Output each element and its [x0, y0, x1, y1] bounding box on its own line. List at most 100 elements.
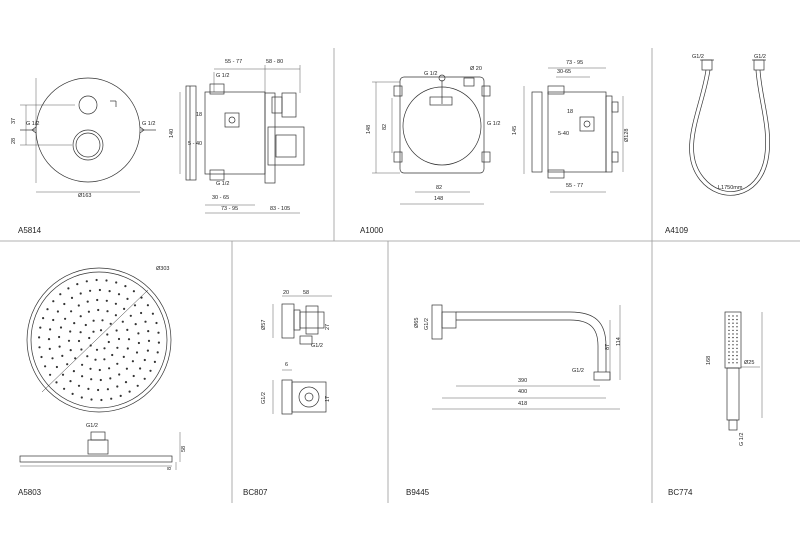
nozzle-dot — [99, 378, 102, 382]
nozzle-dot — [143, 377, 146, 380]
a5814-side-view — [179, 65, 305, 214]
nozzle-dot — [126, 297, 129, 300]
nozzle-dot — [86, 300, 89, 303]
dim-label: 58 — [181, 445, 187, 452]
nozzle-dot — [69, 380, 72, 383]
nozzle-dot — [114, 314, 117, 317]
nozzle-dot — [74, 357, 77, 360]
nozzle-dot — [71, 392, 74, 395]
nozzle-dot — [69, 349, 72, 352]
bc807-code: BC807 — [243, 488, 268, 497]
nozzle-dot — [85, 280, 88, 283]
nozzle-dot — [135, 351, 139, 354]
dim-label: G1/2 — [692, 54, 704, 60]
nozzle-dot — [108, 290, 111, 293]
nozzle-dot — [59, 293, 62, 296]
nozzle-dot — [122, 355, 125, 358]
dim-label: 148 — [366, 124, 372, 134]
dim-label: G 1/2 — [487, 121, 501, 127]
spray-dot — [728, 362, 730, 364]
nozzle-dot — [52, 318, 55, 322]
dim-label: G1/2 — [261, 392, 267, 404]
nozzle-dot — [38, 336, 41, 339]
dim-label: 55 - 77 — [566, 183, 584, 189]
dim-label: 148 — [434, 196, 444, 202]
spray-dot — [728, 329, 730, 332]
dim-label: G1/2 — [754, 54, 766, 60]
panel-dividers — [0, 48, 800, 503]
spray-dot — [732, 322, 734, 324]
spray-dot — [736, 315, 738, 317]
nozzle-dot — [96, 298, 99, 302]
nozzle-dot — [97, 308, 100, 312]
spray-dot — [736, 362, 738, 364]
nozzle-dot — [67, 287, 70, 290]
nozzle-dot — [40, 355, 43, 359]
nozzle-dot — [80, 348, 83, 351]
nozzle-dot — [39, 326, 42, 329]
nozzle-dot — [89, 344, 92, 347]
nozzle-dot — [79, 292, 82, 295]
spray-dot — [732, 358, 734, 360]
spray-dot — [736, 347, 738, 350]
nozzle-dot — [151, 312, 154, 315]
spray-dot — [736, 344, 738, 346]
spray-dot — [732, 362, 734, 364]
nozzle-dot — [49, 328, 52, 331]
nozzle-dot — [59, 326, 63, 329]
nozzle-dot — [143, 358, 146, 362]
nozzle-dot — [117, 337, 121, 341]
nozzle-dot — [70, 296, 74, 299]
dim-label: Ø303 — [156, 266, 170, 272]
nozzle-dot — [77, 384, 81, 387]
a5803-code: A5803 — [18, 488, 42, 497]
spray-dot — [728, 354, 730, 357]
nozzle-dot — [92, 319, 95, 322]
dim-label: 390 — [518, 378, 528, 384]
spray-dot — [732, 315, 734, 317]
nozzle-dot — [38, 346, 41, 349]
nozzle-dot — [125, 367, 128, 370]
spray-dot — [728, 318, 730, 321]
dim-label: Ø57 — [261, 319, 267, 330]
dim-label: 58 - 80 — [266, 59, 284, 65]
nozzle-dot — [156, 351, 159, 354]
nozzle-dot — [144, 320, 147, 323]
nozzle-dot — [108, 367, 111, 370]
nozzle-dot — [72, 370, 75, 373]
nozzle-dot — [132, 374, 135, 378]
nozzle-dot — [99, 329, 103, 332]
dim-label: Ø65 — [414, 317, 420, 328]
nozzle-dot — [49, 373, 52, 376]
nozzle-dot — [61, 354, 64, 357]
nozzle-dot — [80, 396, 83, 399]
nozzle-dot — [109, 377, 112, 380]
nozzle-dot — [98, 368, 101, 372]
dim-label: 30 - 65 — [212, 195, 230, 201]
dim-label: 418 — [518, 401, 528, 407]
nozzle-dot — [140, 296, 143, 299]
nozzle-dot — [123, 307, 126, 310]
nozzle-dot — [89, 289, 92, 292]
nozzle-dot — [44, 365, 47, 368]
nozzle-dot — [121, 320, 124, 323]
bc807-bottom — [272, 369, 327, 415]
b9445-arm — [431, 304, 621, 410]
dim-label: G 1/2 — [26, 121, 40, 127]
spray-dot — [732, 326, 734, 328]
dim-label: 18 — [567, 109, 574, 115]
spray-dot — [728, 336, 730, 339]
nozzle-dot — [132, 290, 135, 293]
nozzle-dot — [56, 310, 60, 313]
nozzle-dot — [98, 288, 101, 292]
spray-dot — [736, 336, 738, 339]
nozzle-dot — [46, 308, 49, 311]
dim-label: 37 — [11, 117, 17, 124]
spray-dot — [728, 326, 730, 328]
nozzle-dot — [79, 331, 82, 334]
nozzle-dot — [157, 341, 160, 344]
spray-dot — [736, 329, 738, 332]
dim-label: 20 — [283, 290, 290, 296]
nozzle-dot — [42, 317, 45, 320]
spray-dot — [728, 315, 730, 317]
